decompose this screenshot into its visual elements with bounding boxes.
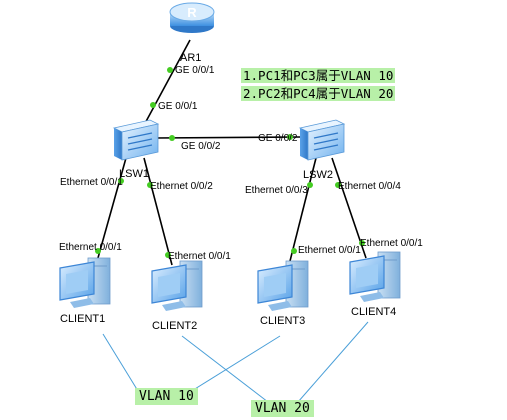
device-label-lsw1: LSW1 (119, 168, 149, 180)
client2-pc-icon[interactable] (151, 260, 203, 311)
note-line-2: 2.PC2和PC4属于VLAN 20 (241, 86, 396, 101)
port-dot-lsw2-e003 (307, 182, 313, 188)
port-label-lsw2-e003: Ethernet 0/0/3 (245, 185, 308, 196)
vlan10-line-client3 (189, 335, 281, 393)
port-label-lsw1-e001: Ethernet 0/0/1 (60, 177, 123, 188)
port-dot-lsw2-g002 (287, 134, 293, 140)
vlan10-line-client1 (102, 333, 139, 392)
port-dot-ar1-g001 (167, 67, 173, 73)
port-dot-lsw2-e004 (335, 182, 341, 188)
device-label-client2: CLIENT2 (152, 320, 198, 332)
client4-pc-icon[interactable] (349, 251, 401, 302)
port-dot-client4-e001 (359, 240, 365, 246)
device-label-client3: CLIENT3 (260, 315, 306, 327)
port-label-lsw1-e002: Ethernet 0/0/2 (150, 181, 213, 192)
client3-pc-icon[interactable] (257, 260, 309, 311)
vlan20-tag: VLAN 20 (251, 400, 314, 417)
port-label-lsw1-g002: GE 0/0/2 (181, 141, 221, 152)
port-label-lsw2-g002: GE 0/0/2 (258, 133, 298, 144)
port-label-lsw1-g001: GE 0/0/1 (158, 101, 198, 112)
client1-pc-icon[interactable] (59, 257, 111, 308)
switch-lsw2-icon[interactable] (298, 119, 346, 161)
port-dots (95, 67, 365, 258)
link-lsw2-client3 (288, 157, 317, 266)
port-label-ar1-g001: GE 0/0/1 (175, 65, 215, 76)
port-label-client3-e001: Ethernet 0/0/1 (298, 245, 361, 256)
vlan20-line-client4 (297, 321, 369, 403)
link-lsw1-lsw2 (154, 136, 301, 139)
link-lsw1-client1 (95, 157, 127, 266)
vlan-association-lines (102, 321, 369, 403)
link-lsw1-client2 (143, 157, 173, 266)
port-dot-client1-e001 (95, 248, 101, 254)
port-label-client1-e001: Ethernet 0/0/1 (59, 242, 122, 253)
vlan20-line-client2 (181, 335, 269, 403)
port-dot-lsw1-g001 (150, 102, 156, 108)
port-dot-lsw1-g002 (169, 135, 175, 141)
router-icon[interactable]: R (169, 2, 215, 33)
device-label-ar1: AR1 (180, 52, 202, 64)
vlan10-tag: VLAN 10 (135, 388, 198, 405)
device-label-client4: CLIENT4 (351, 306, 397, 318)
port-label-client4-e001: Ethernet 0/0/1 (360, 238, 423, 249)
port-dot-lsw1-e001 (118, 178, 124, 184)
port-dot-client2-e001 (165, 252, 171, 258)
note-line-1: 1.PC1和PC3属于VLAN 10 (241, 68, 396, 83)
device-label-client1: CLIENT1 (60, 313, 106, 325)
switch-lsw1-icon[interactable] (112, 119, 160, 161)
device-label-lsw2: LSW2 (303, 169, 333, 181)
port-label-client2-e001: Ethernet 0/0/1 (168, 251, 231, 262)
port-dot-lsw1-e002 (147, 182, 153, 188)
svg-text:R: R (187, 5, 197, 20)
port-label-lsw2-e004: Ethernet 0/0/4 (338, 181, 401, 192)
port-dot-client3-e001 (291, 248, 297, 254)
